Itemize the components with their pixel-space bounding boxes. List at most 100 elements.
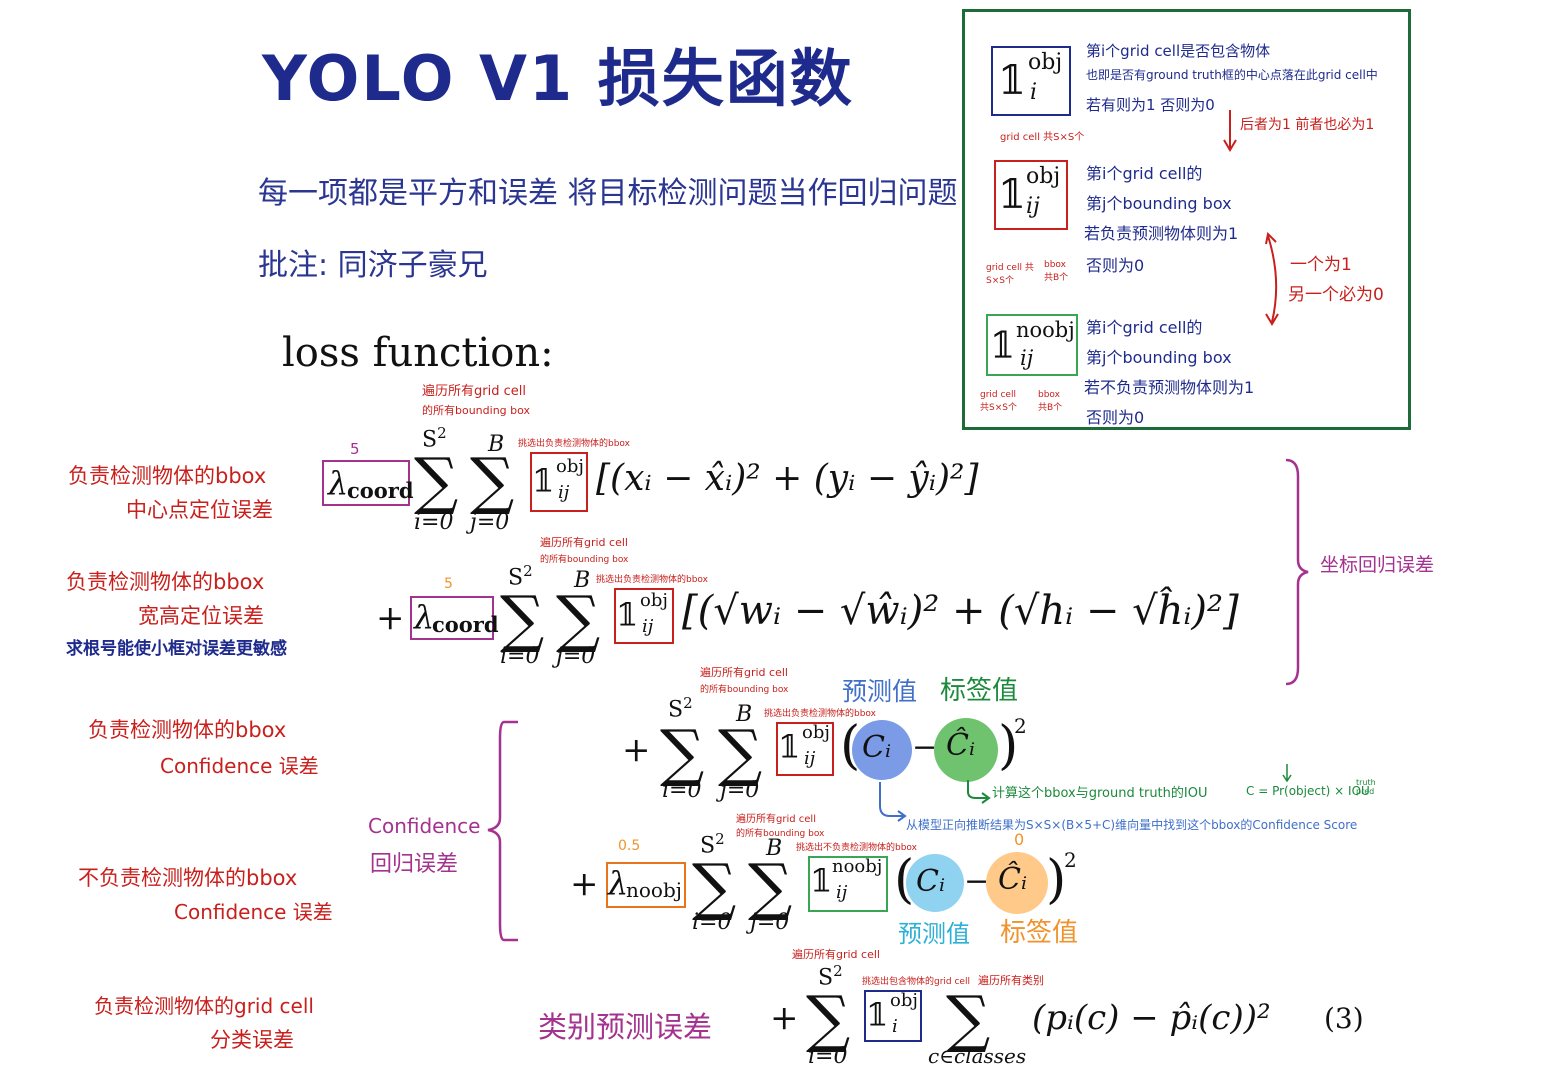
obj-sup-3: obj [802,722,830,743]
sum-i-4: ∑ [692,850,737,923]
loss-function-label: loss function: [282,330,554,376]
obj-ij-box-2 [614,588,674,644]
plus-2: + [376,598,405,638]
iterate-grid-note: 遍历所有grid cell [792,948,880,961]
pred-circle-1 [852,720,912,780]
legend-obj-ij-box [994,160,1068,230]
pick-grid-note: 挑选出包含物体的grid cell [862,977,970,987]
true-circle-1 [934,718,998,782]
legend-panel [962,9,1411,430]
legend-noobj-line3: 若不负责预测物体则为1 [1084,378,1255,397]
true-label-1: 标签值 [940,676,1019,706]
forward-arrow [879,782,907,822]
conf-formula-sub: truth pred [1356,778,1376,796]
legend-noobj-bbox: bbox 共B个 [1038,390,1063,413]
conf-formula: C = Pr(object) × IOU [1246,784,1370,798]
plus-3: + [622,730,651,770]
legend-obj-i-box [991,46,1071,116]
sum-i-1: ∑ [414,444,459,517]
legend-noobj-grid: grid cell 共S×S个 [980,390,1017,413]
legend-obj-ij-grid: grid cell 共S×S个 [986,263,1034,286]
left-note-1b: 中心点定位误差 [126,498,273,522]
lambda-coord-value-1: 5 [350,440,360,458]
left-note-2b: 宽高定位误差 [138,604,264,628]
noobj-sup: noobj [832,856,883,877]
sum-i-lower-1: i=0 [414,510,454,535]
pred-label-2: 预测值 [898,920,970,948]
page-title: YOLO V1 损失函数 [262,42,854,115]
plus-4: + [570,864,599,904]
sum-i-lower-4: i=0 [692,910,732,935]
plus-5: + [770,998,799,1038]
coord-sub-1: coord [347,478,414,503]
pred-circle-2 [906,854,964,912]
confidence-bracket-label-1: Confidence [368,814,481,838]
sum-S-upper-1: S2 [422,424,447,453]
legend-obj-i-below: grid cell 共S×S个 [1000,132,1085,143]
sum-i-lower-2: i=0 [500,644,540,669]
term-xy: [(xᵢ − x̂ᵢ)² + (yᵢ − ŷᵢ)²] [596,458,979,499]
ij-sub-1: ij [558,482,570,503]
sq-4: 2 [1064,848,1077,872]
iou-arrow [967,780,991,804]
sum-B-upper-1: B [488,432,505,457]
iterate-note-1b: 的所有bounding box [422,404,531,417]
sum-c-lower-5: c∈classes [928,1044,1027,1068]
obj-i-box-5 [864,990,922,1042]
sum-S-upper-3: S2 [668,694,693,723]
legend-obj-ij-one: 𝟙 [998,172,1026,218]
ij-sub-2: ij [642,616,654,637]
coord-bracket [1285,458,1309,686]
sum-i-5: ∑ [806,982,851,1055]
Ci-hat-2: Ĉᵢ [998,862,1027,897]
legend-obj-ij-line2: 第j个bounding box [1086,194,1232,213]
one-1: 𝟙 [532,462,555,500]
left-note-2-extra: 求根号能使小框对误差更敏感 [66,639,287,659]
iterate-note-4a: 遍历所有grid cell [736,814,816,825]
lambda-coord-value-2: 5 [444,576,453,592]
sum-j-1: ∑ [470,444,515,517]
sum-c-5: ∑ [946,982,991,1055]
i-sub-5: i [892,1016,898,1037]
term-wh: [(√wᵢ − √ŵᵢ)² + (√hᵢ − √ĥᵢ)²] [682,588,1239,634]
pick-note-1: 挑选出负责检测物体的bbox [518,439,630,449]
legend-noobj-box [986,314,1078,376]
sum-B-upper-4: B [766,836,783,861]
left-note-4a: 不负责检测物体的bbox [78,866,298,890]
sum-j-2: ∑ [556,582,601,655]
true-label-2: 标签值 [1000,918,1079,948]
obj-sup-2: obj [640,590,668,611]
sum-i-lower-5: i=0 [808,1044,848,1069]
obj-ij-box-3 [776,722,834,776]
one-5: 𝟙 [866,996,889,1034]
legend-arrow-1 [1223,110,1237,152]
iterate-note-2b: 的所有bounding box [540,555,629,565]
lambda-coord-2: λ [414,598,435,636]
one-2: 𝟙 [616,596,639,634]
one-3: 𝟙 [778,728,801,766]
one-4: 𝟙 [810,862,833,900]
paren-close-4: ) [1046,850,1067,910]
lambda-coord-1: λ [328,464,349,502]
Ci-hat-1: Ĉᵢ [946,728,975,763]
sum-S-upper-2: S2 [508,562,533,591]
sum-B-upper-2: B [574,568,591,593]
sum-S-upper-5: S2 [818,962,843,991]
iterate-classes-note: 遍历所有类别 [978,974,1044,987]
Ci-1: Cᵢ [862,730,891,765]
legend-obj-i-line3: 若有则为1 否则为0 [1086,96,1215,114]
left-note-2a: 负责检测物体的bbox [66,570,265,594]
legend-obj-ij-line1: 第i个grid cell的 [1086,164,1203,183]
sum-j-4: ∑ [748,850,793,923]
paren-close-3: ) [998,716,1019,776]
legend-side-note-1: 后者为1 前者也必为1 [1240,117,1375,133]
pick-note-4: 挑选出不负责检测物体的bbox [796,843,917,853]
obj-ij-box-1 [530,452,588,512]
sum-i-2: ∑ [500,582,545,655]
legend-obj-ij-line4: 否则为0 [1086,256,1145,275]
sum-j-lower-4: j=0 [750,910,790,935]
sum-i-lower-3: i=0 [662,778,702,803]
noobj-ij-box [808,856,888,912]
lambda-noobj-box [606,862,686,908]
pick-note-2: 挑选出负责检测物体的bbox [596,575,708,585]
